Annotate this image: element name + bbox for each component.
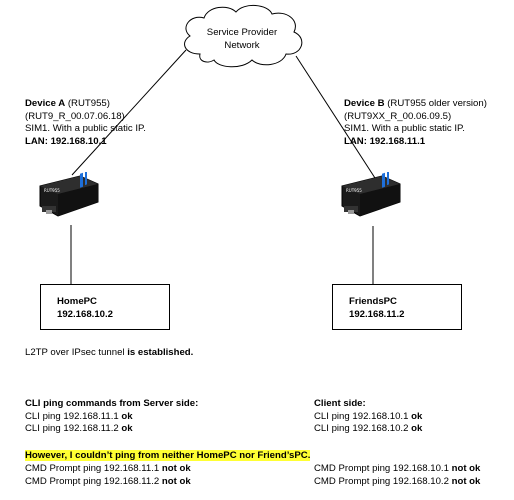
device-a-lan: LAN: 192.168.10.1 [25,135,107,147]
client-cli-result: ok [411,423,423,434]
router-a-icon: RUT955 [39,172,99,217]
cloud-label: Service Provider Network [187,27,297,52]
link-a-to-cloud [71,49,187,176]
cmd-client-section: CMD Prompt ping 192.168.10.1 not ok CMD … [314,463,480,488]
tunnel-status: L2TP over IPsec tunnel is established. [25,347,193,360]
cmd-server-cmd: CMD Prompt ping 192.168.11.1 [25,463,162,474]
device-a-info: Device A (RUT955) (RUT9_R_00.07.06.18) S… [25,98,146,148]
device-a-firmware: (RUT9_R_00.07.06.18) [25,110,125,122]
device-a-sim: SIM1. With a public static IP. [25,123,146,134]
device-b-info: Device B (RUT955 older version) (RUT9XX_… [344,98,487,148]
device-b-lan: LAN: 192.168.11.1 [344,135,426,147]
server-side-section: CLI ping commands from Server side: CLI … [25,398,198,436]
homepc-ip: 192.168.10.2 [57,309,114,320]
client-cli-cmd: CLI ping 192.168.10.2 [314,423,412,434]
tunnel-text: L2TP over IPsec tunnel [25,347,128,358]
cmd-server-line-2: CMD Prompt ping 192.168.11.2 not ok [25,476,191,489]
cmd-server-result: not ok [161,463,191,474]
client-cli-cmd: CLI ping 192.168.10.1 [314,410,412,422]
cloud-label-line2: Network [224,39,260,51]
friendspc-name: FriendsPC [349,296,397,307]
client-cli-result: ok [411,410,423,422]
cmd-server-section: CMD Prompt ping 192.168.11.1 not ok CMD … [25,463,191,488]
client-cli-line-1: CLI ping 192.168.10.1 ok [314,411,422,424]
server-cli-cmd: CLI ping 192.168.11.2 [25,423,122,434]
warning-text: However, I couldn’t ping from neither Ho… [25,450,311,461]
friendspc-ip: 192.168.11.2 [349,309,405,320]
device-b-name: Device B [344,98,385,109]
router-b-label: RUT955 [346,188,362,193]
tunnel-state: is established. [127,347,194,358]
client-side-heading: Client side: [314,398,366,409]
cmd-server-line-1: CMD Prompt ping 192.168.11.1 not ok [25,463,191,476]
link-b-to-cloud [295,55,376,179]
cmd-client-line-2: CMD Prompt ping 192.168.10.2 not ok [314,476,480,489]
homepc-box: HomePC 192.168.10.2 [40,284,170,330]
cmd-server-cmd: CMD Prompt ping 192.168.11.2 [25,475,162,487]
server-cli-result: ok [121,410,133,422]
server-side-heading: CLI ping commands from Server side: [25,398,199,409]
device-b-model: (RUT955 older version) [384,98,487,109]
friendspc-box: FriendsPC 192.168.11.2 [332,284,462,330]
server-cli-cmd: CLI ping 192.168.11.1 [25,410,122,422]
cmd-server-result: not ok [161,475,191,487]
device-b-sim: SIM1. With a public static IP. [344,123,465,134]
server-cli-result: ok [121,423,133,434]
cmd-client-line-1: CMD Prompt ping 192.168.10.1 not ok [314,463,480,476]
device-b-firmware: (RUT9XX_R_00.06.09.5) [344,110,452,122]
client-side-section: Client side: CLI ping 192.168.10.1 ok CL… [314,398,422,436]
router-a-label: RUT955 [44,188,60,193]
cloud-icon [184,5,303,68]
server-cli-line-1: CLI ping 192.168.11.1 ok [25,411,198,424]
device-a-title: Device A (RUT955) [25,98,146,111]
router-b-icon: RUT955 [341,172,401,217]
server-cli-line-2: CLI ping 192.168.11.2 ok [25,423,198,436]
client-cli-line-2: CLI ping 192.168.10.2 ok [314,423,422,436]
cmd-client-cmd: CMD Prompt ping 192.168.10.1 [314,463,452,474]
device-a-name: Device A [25,98,66,109]
warning-line: However, I couldn’t ping from neither Ho… [25,450,311,463]
cmd-client-result: not ok [451,463,481,474]
device-b-title: Device B (RUT955 older version) [344,98,487,111]
cmd-client-result: not ok [451,475,481,487]
homepc-name: HomePC [57,296,97,307]
cmd-client-cmd: CMD Prompt ping 192.168.10.2 [314,475,452,487]
cloud-label-line1: Service Provider [206,27,278,38]
device-a-model: (RUT955) [65,98,110,109]
